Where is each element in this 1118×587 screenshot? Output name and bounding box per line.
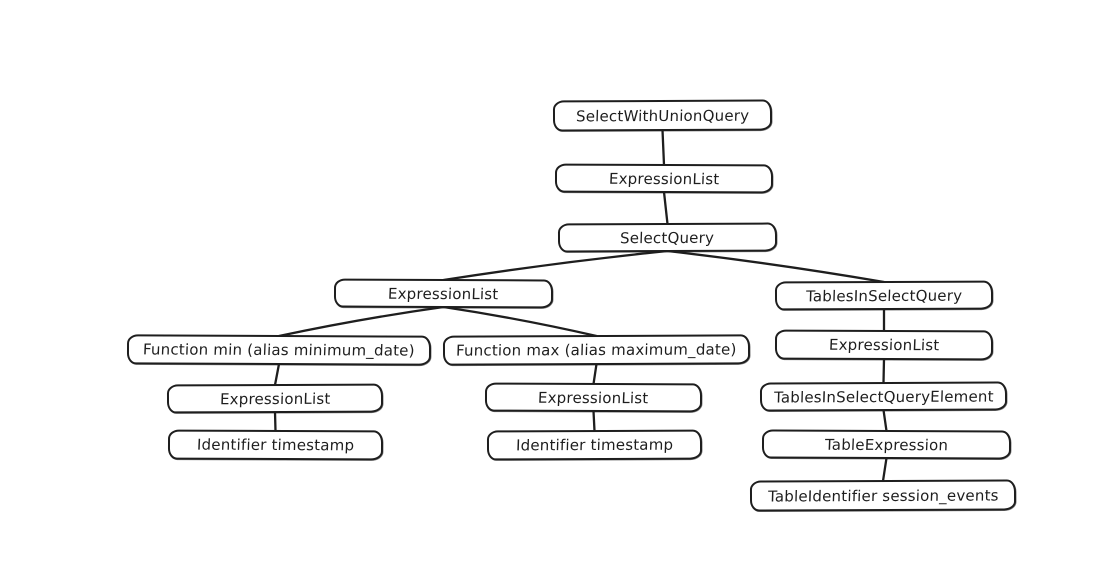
tree-node-label: ExpressionList <box>387 284 500 303</box>
tree-node-label: ExpressionList <box>608 169 720 188</box>
tree-node-label: ExpressionList <box>828 335 940 355</box>
tree-node-tableExpression: TableExpression <box>761 429 1012 460</box>
tree-node-identifierTimestampMin: Identifier timestamp <box>167 429 384 461</box>
tree-node-selectQuery: SelectQuery <box>557 222 778 253</box>
tree-edge <box>881 456 888 483</box>
tree-node-label: TableExpression <box>824 435 949 454</box>
tree-node-label: ExpressionList <box>537 388 650 407</box>
tree-node-selectWithUnionQuery: SelectWithUnionQuery <box>552 99 773 132</box>
tree-edge <box>662 190 669 226</box>
tree-node-tableIdentifier: TableIdentifier session_events <box>749 479 1017 512</box>
tree-edge <box>273 410 277 433</box>
tree-node-label: Function min (alias minimum_date) <box>142 340 416 360</box>
tree-edge <box>882 357 886 385</box>
tree-edge <box>277 305 445 338</box>
tree-edge <box>442 305 598 338</box>
tree-node-label: TablesInSelectQueryElement <box>773 387 994 406</box>
tree-node-label: Identifier timestamp <box>196 435 355 455</box>
tree-node-expressionListTop: ExpressionList <box>554 163 774 194</box>
tree-node-expressionListTables: ExpressionList <box>774 329 994 361</box>
tree-edge <box>592 362 598 386</box>
tree-node-label: SelectQuery <box>620 228 715 247</box>
tree-node-label: ExpressionList <box>219 389 331 408</box>
tree-edge <box>273 362 281 387</box>
tree-node-identifierTimestampMax: Identifier timestamp <box>486 429 703 461</box>
tree-edge <box>592 409 596 433</box>
tree-node-expressionListMin: ExpressionList <box>166 383 384 414</box>
tree-edge <box>666 249 886 284</box>
tree-node-functionMin: Function min (alias minimum_date) <box>126 334 432 366</box>
tree-node-label: Function max (alias maximum_date) <box>455 340 738 360</box>
tree-edge <box>661 128 666 167</box>
tree-edge <box>442 249 669 282</box>
tree-node-tablesInSelectQuery: TablesInSelectQuery <box>774 280 994 311</box>
tree-node-label: TablesInSelectQuery <box>805 286 963 305</box>
tree-node-label: Identifier timestamp <box>515 435 674 455</box>
tree-node-tablesInSelectQueryElement: TablesInSelectQueryElement <box>759 381 1008 412</box>
tree-node-label: TableIdentifier session_events <box>767 485 999 506</box>
tree-node-label: SelectWithUnionQuery <box>575 106 750 125</box>
tree-node-expressionListSelect: ExpressionList <box>333 278 554 309</box>
tree-edge <box>882 408 888 433</box>
tree-node-expressionListMax: ExpressionList <box>484 382 703 413</box>
tree-node-functionMax: Function max (alias maximum_date) <box>442 334 751 366</box>
